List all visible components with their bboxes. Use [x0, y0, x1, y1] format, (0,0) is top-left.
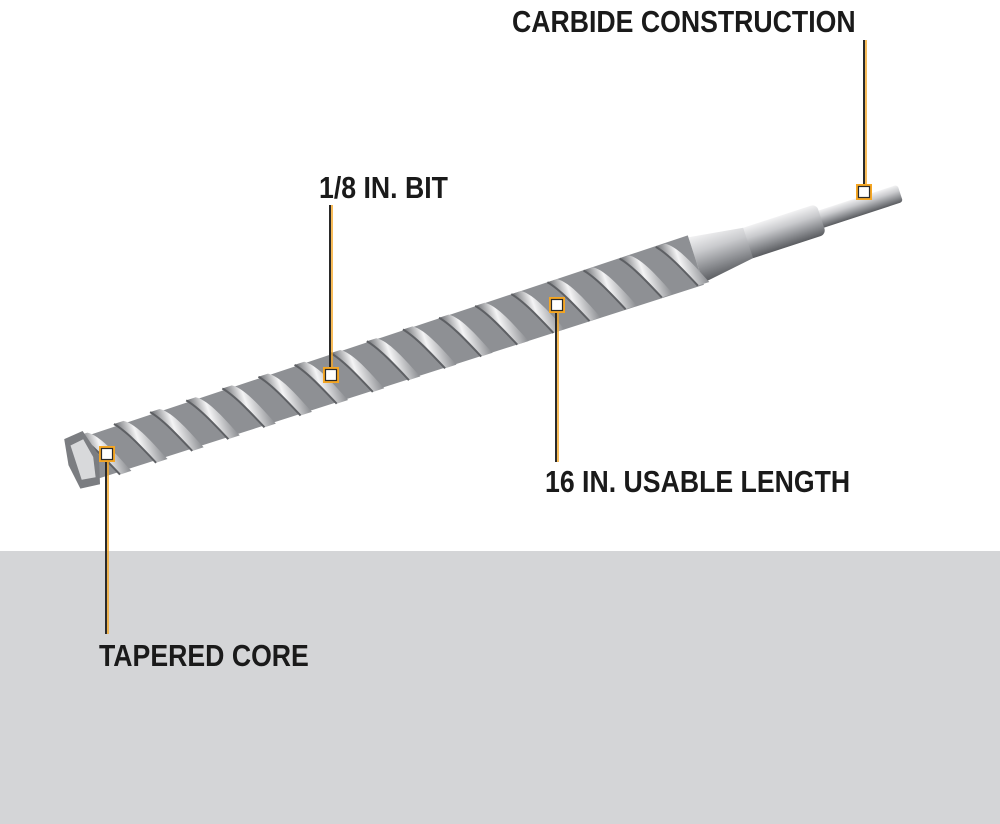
flute-ridge	[619, 255, 674, 298]
label-carbide-construction: CARBIDE CONSTRUCTION	[512, 4, 856, 39]
square-marker-icon	[856, 184, 872, 200]
tip-highlight	[70, 439, 96, 480]
square-marker-icon	[550, 298, 564, 312]
flute-shadow	[510, 293, 555, 334]
flute-shadow	[655, 245, 699, 287]
label-tapered-core: TAPERED CORE	[99, 638, 309, 673]
flute-ridge	[547, 279, 601, 322]
square-marker-icon	[100, 447, 114, 461]
flute-shadow	[583, 269, 627, 310]
flute-shadow	[438, 316, 482, 358]
flute-shadow	[402, 328, 446, 370]
markers	[99, 184, 872, 462]
flute-ridge	[402, 326, 457, 369]
flute-shadow	[185, 399, 230, 440]
flute-ridge	[113, 420, 168, 463]
flute-shadow	[474, 305, 519, 346]
flute-ridge	[150, 409, 204, 451]
flute-shadow	[113, 423, 157, 464]
background-bottom	[0, 551, 1000, 824]
flute-shadow	[257, 375, 302, 417]
flute-ridge	[294, 361, 349, 404]
flute-shadow	[619, 257, 663, 299]
flute-ridge	[475, 302, 529, 345]
flute-shadow	[221, 387, 266, 429]
flute-ridge	[222, 385, 276, 428]
flute-ridge	[655, 243, 710, 286]
label-usable-length: 16 IN. USABLE LENGTH	[545, 464, 851, 499]
square-marker-icon	[99, 446, 115, 462]
flute-ridge	[186, 397, 240, 440]
square-marker-icon	[324, 368, 338, 382]
flute-ridge	[511, 290, 565, 333]
flute-shadow	[149, 411, 193, 452]
label-bit-size: 1/8 IN. BIT	[319, 170, 448, 205]
flute-shadow	[546, 281, 591, 322]
shank	[812, 185, 903, 229]
callouts	[105, 40, 867, 634]
flute-shadow	[294, 364, 338, 405]
flute-shadow	[330, 352, 374, 393]
square-marker-icon	[857, 185, 871, 199]
flute-ridge	[583, 267, 638, 310]
flute-ridge	[366, 338, 421, 381]
fluted-core	[71, 235, 704, 483]
flute-ridge	[258, 373, 312, 416]
square-marker-icon	[323, 367, 339, 383]
flute-shadow	[366, 340, 410, 381]
flute-ridge	[330, 350, 385, 392]
collar-taper	[688, 227, 754, 283]
flute-ridge	[439, 314, 493, 357]
collar	[739, 205, 825, 259]
flutes	[77, 243, 710, 476]
drill-bit-icon	[64, 185, 903, 489]
square-marker-icon	[549, 297, 565, 313]
